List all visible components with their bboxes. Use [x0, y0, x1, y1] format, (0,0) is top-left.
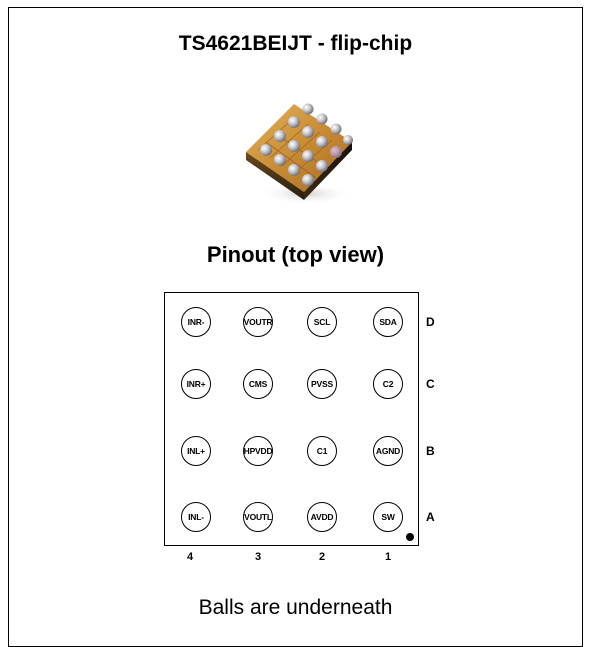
ball-C3: CMS — [243, 369, 273, 399]
ball-label: SCL — [313, 317, 331, 327]
ball-label: AVDD — [310, 512, 334, 522]
column-label-2: 2 — [318, 551, 326, 563]
ball-label: CMS — [248, 379, 268, 389]
ball-label: HPVDD — [243, 446, 273, 456]
package-outline — [164, 292, 419, 546]
footer-note: Balls are underneath — [198, 596, 393, 619]
ball-label: PVSS — [311, 379, 333, 389]
ball-label: AGND — [375, 446, 401, 456]
row-label-A: A — [426, 510, 435, 524]
ball-B1: AGND — [373, 436, 403, 466]
ball-label: C2 — [382, 379, 394, 389]
pinout-heading: Pinout (top view) — [206, 242, 385, 267]
ball-B3: HPVDD — [243, 436, 273, 466]
row-label-C: C — [426, 377, 435, 391]
ball-label: INR- — [187, 317, 205, 327]
ball-label: INL+ — [187, 446, 205, 456]
ball-label: SW — [381, 512, 395, 522]
ball-B4: INL+ — [181, 436, 211, 466]
row-label-B: B — [426, 444, 435, 458]
figure-title: TS4621BEIJT - flip-chip — [178, 32, 413, 55]
ball-A2: AVDD — [307, 502, 337, 532]
ball-C4: INR+ — [181, 369, 211, 399]
ball-D2: SCL — [307, 307, 337, 337]
ball-A3: VOUTL — [243, 502, 273, 532]
ball-label: VOUTR — [243, 317, 273, 327]
ball-A1: SW — [373, 502, 403, 532]
ball-label: VOUTL — [244, 512, 272, 522]
ball-D3: VOUTR — [243, 307, 273, 337]
ball-label: C1 — [316, 446, 328, 456]
ball-B2: C1 — [307, 436, 337, 466]
ball-D1: SDA — [373, 307, 403, 337]
column-label-1: 1 — [384, 551, 392, 563]
ball-C1: C2 — [373, 369, 403, 399]
column-label-4: 4 — [186, 551, 194, 563]
ball-C2: PVSS — [307, 369, 337, 399]
ball-label: SDA — [379, 317, 397, 327]
ball-D4: INR- — [181, 307, 211, 337]
ball-label: INL- — [188, 512, 204, 522]
pin1-marker-dot — [406, 533, 414, 541]
ball-label: INR+ — [186, 379, 206, 389]
ball-A4: INL- — [181, 502, 211, 532]
solder-balls-photo — [260, 103, 353, 186]
column-label-3: 3 — [254, 551, 262, 563]
flip-chip-photo — [246, 103, 354, 204]
row-label-D: D — [426, 315, 435, 329]
